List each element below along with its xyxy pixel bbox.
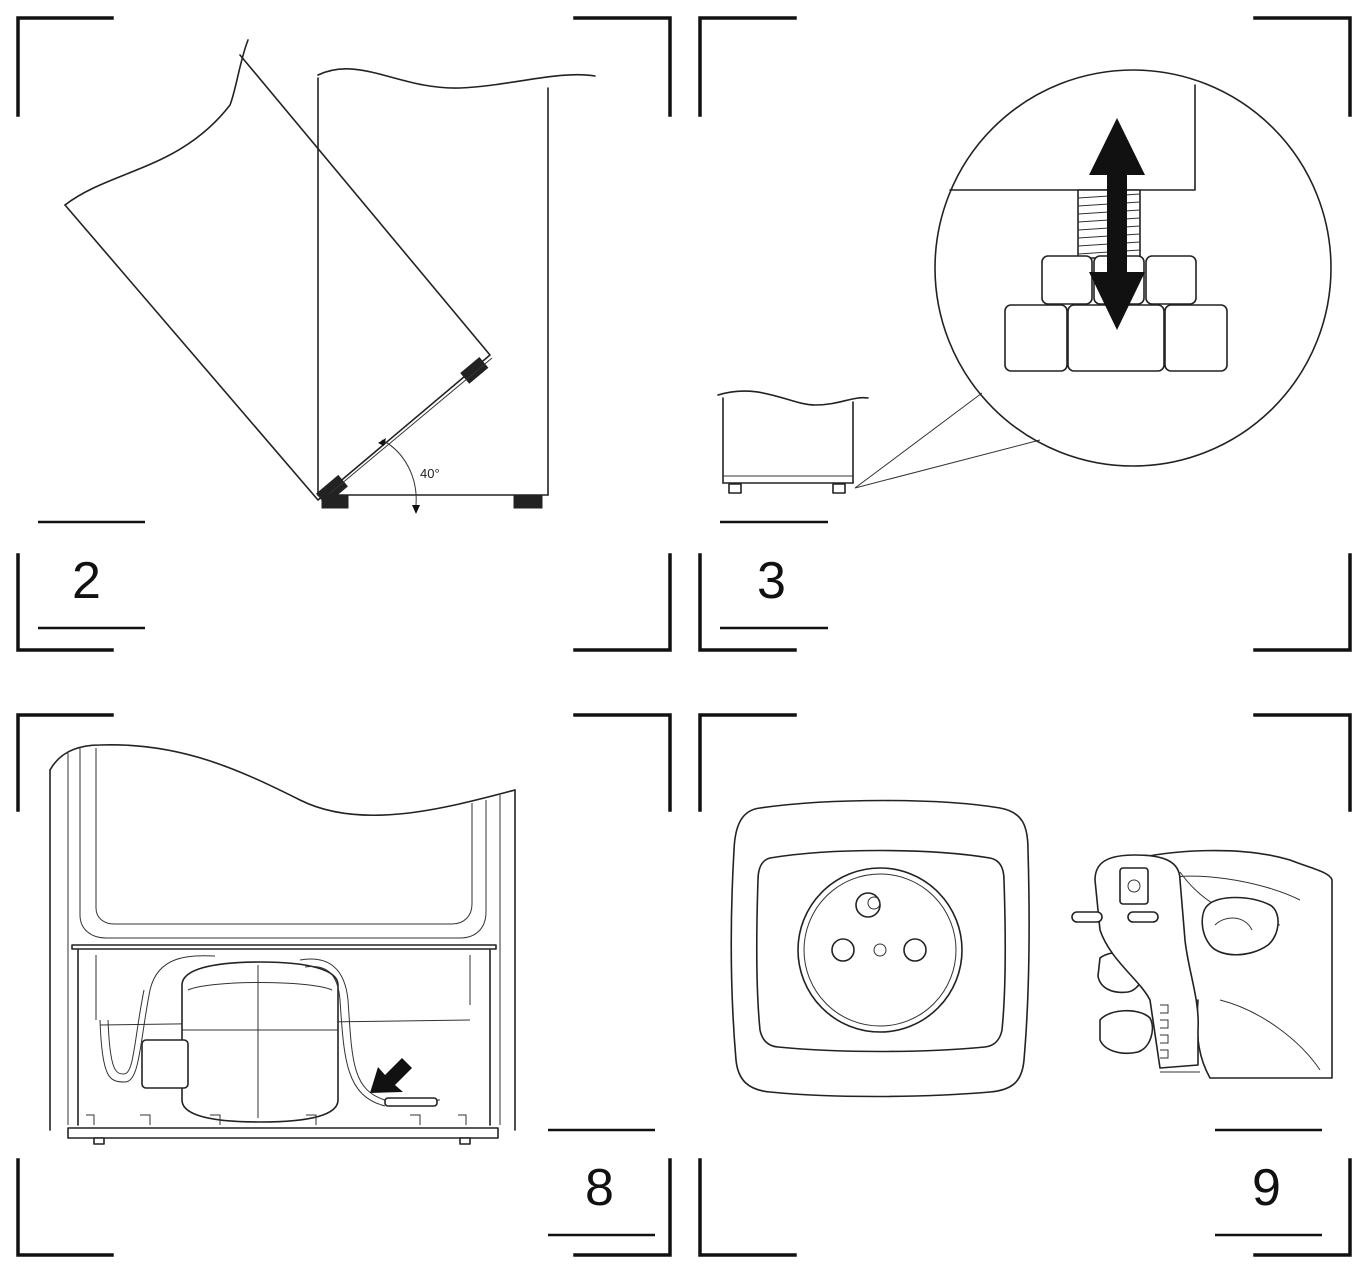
panel-2-frame-corners — [16, 16, 672, 652]
panel-2: 40° 2 — [16, 16, 672, 652]
panel-number: 3 — [757, 552, 786, 610]
panel-3: 3 — [698, 16, 1352, 652]
tilted-appliance-illustration — [64, 39, 596, 514]
panel-9: 9 — [698, 713, 1352, 1257]
panel-number: 8 — [585, 1159, 614, 1217]
panel-number: 2 — [72, 552, 101, 610]
panel-9-frame-corners — [698, 713, 1352, 1257]
panel-8-frame-corners — [16, 713, 672, 1257]
tilt-angle-label: 40° — [420, 466, 440, 481]
foot-detail-magnifier — [934, 69, 1332, 467]
appliance-base-illustration — [717, 390, 1041, 494]
compressor — [141, 961, 339, 1123]
panel-number: 9 — [1252, 1159, 1281, 1217]
compressor-compartment-illustration — [49, 744, 516, 1145]
wall-socket-illustration — [730, 799, 1030, 1098]
adjust-height-arrow-icon — [1089, 118, 1145, 330]
hand-holding-plug-illustration — [1071, 849, 1333, 1079]
panel-8: 8 — [16, 713, 672, 1257]
pointer-arrow-icon — [370, 1058, 412, 1093]
panel-3-frame-corners — [698, 16, 1352, 652]
